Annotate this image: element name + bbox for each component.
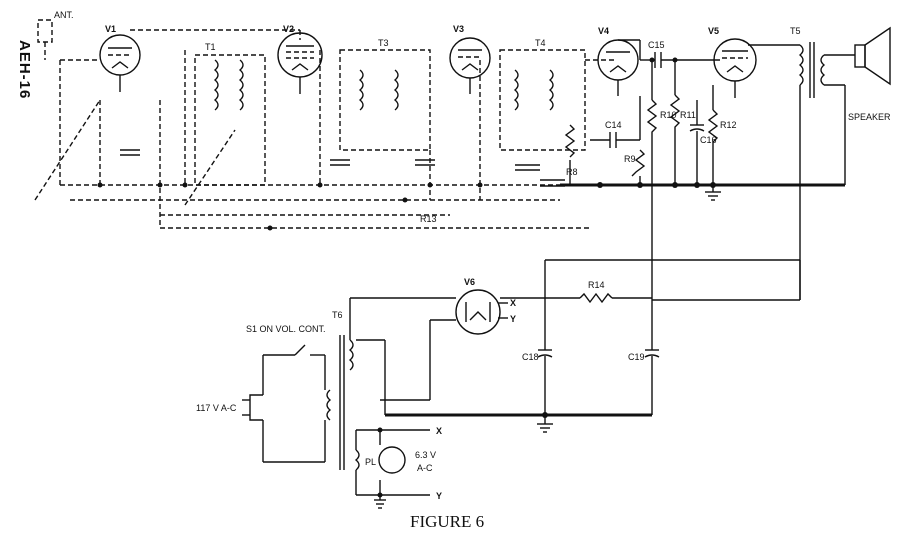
res-r14-label: R14	[588, 280, 605, 290]
pilot-lamp-label: PL	[365, 457, 376, 467]
tube-v3-label: V3	[453, 24, 464, 34]
tube-v2-label: V2	[283, 24, 294, 34]
ac-input-label: 117 V A-C	[196, 403, 237, 413]
filament-pin-y: Y	[436, 491, 442, 501]
audio-section	[560, 39, 855, 300]
speaker-label: SPEAKER	[848, 112, 891, 122]
v6-pin-y: Y	[510, 314, 516, 324]
transformer-t6-label: T6	[332, 310, 343, 320]
speaker-symbol: SPEAKER	[848, 26, 891, 122]
cap-c18-label: C18	[522, 352, 539, 362]
tube-v6: V6 X Y	[455, 277, 516, 335]
tube-v4: V4	[597, 26, 639, 96]
transformer-t3-label: T3	[378, 38, 389, 48]
res-r11-label: R11	[680, 110, 696, 120]
tube-v6-label: V6	[464, 277, 475, 287]
antenna-symbol: ANT.	[37, 10, 74, 60]
res-r13-label: R13	[420, 214, 437, 224]
res-r10-label: R10	[660, 110, 677, 120]
transformer-t1-label: T1	[205, 42, 216, 52]
res-r9-label: R9	[624, 154, 636, 164]
res-r8-label: R8	[566, 167, 578, 177]
v6-pin-x: X	[510, 298, 516, 308]
filament-pin-x: X	[436, 426, 442, 436]
cap-c19-label: C19	[628, 352, 645, 362]
power-supply: R14 C18 C19 T6	[196, 259, 801, 509]
tube-v5: V5	[708, 26, 757, 98]
cap-c14-label: C14	[605, 120, 622, 130]
transformer-t5-label: T5	[790, 26, 801, 36]
tube-v4-label: V4	[598, 26, 609, 36]
switch-label: S1 ON VOL. CONT.	[246, 324, 326, 334]
rf-if-section	[34, 29, 615, 231]
tube-v2: V2	[277, 24, 323, 94]
tube-v5-label: V5	[708, 26, 719, 36]
transformer-t4-label: T4	[535, 38, 546, 48]
cap-c15-label: C15	[648, 40, 665, 50]
antenna-label: ANT.	[54, 10, 74, 20]
res-r12-label: R12	[720, 120, 737, 130]
tube-v1-label: V1	[105, 24, 116, 34]
filament-ac-label: A-C	[417, 463, 433, 473]
filament-voltage-label: 6.3 V	[415, 450, 436, 460]
side-code: AEH-16	[16, 40, 33, 99]
figure-caption: FIGURE 6	[410, 512, 484, 531]
tube-v1: V1	[99, 24, 141, 92]
cap-c16-label: C16	[700, 135, 717, 145]
tube-v3: V3	[449, 24, 491, 94]
